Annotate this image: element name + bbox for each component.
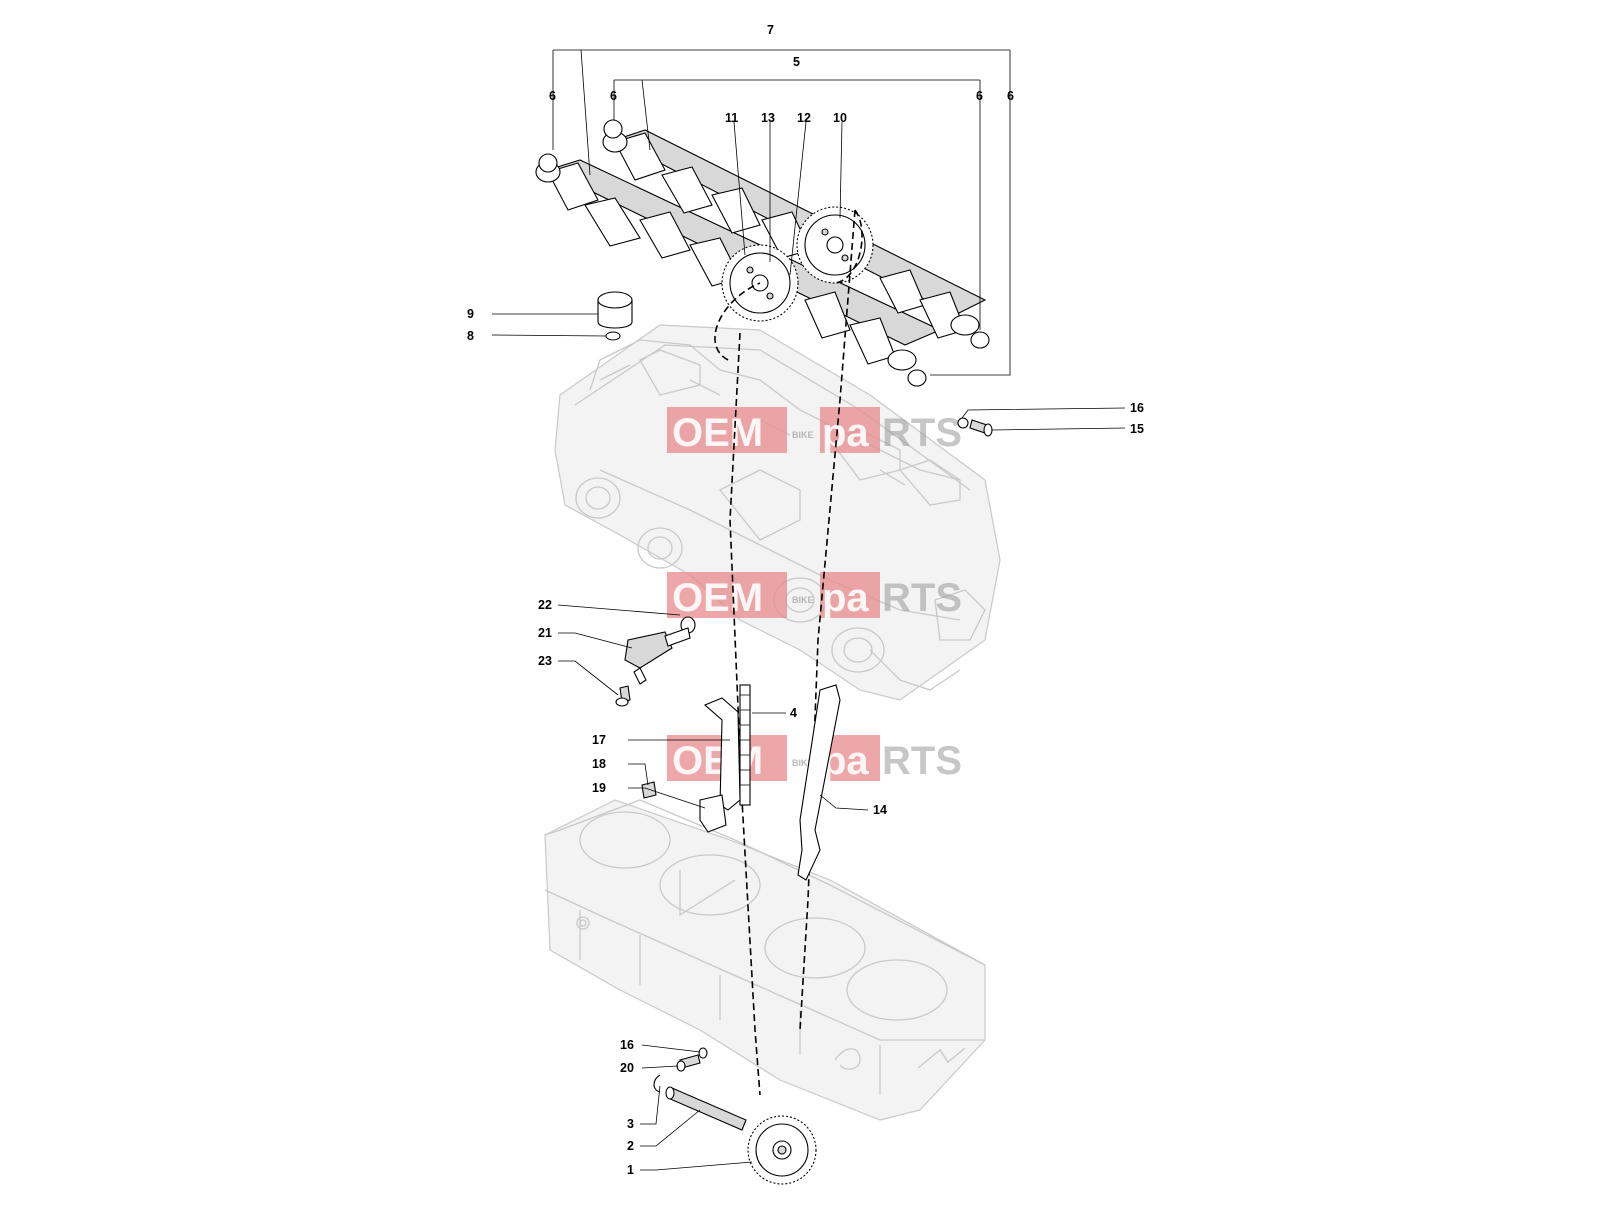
timing-chain-links (739, 684, 751, 806)
leader-lines (491, 49, 1126, 1171)
chain-guide-fixed (797, 684, 841, 881)
svg-text:RTS: RTS (882, 739, 962, 783)
intake-camshaft (602, 129, 987, 339)
callout-8: 8 (467, 329, 474, 343)
callout-22: 22 (538, 598, 552, 612)
svg-text:RTS: RTS (882, 411, 962, 455)
circlip (653, 1074, 661, 1093)
callout-12: 12 (797, 111, 811, 125)
tensioner-bolt (615, 685, 631, 707)
svg-text:OEM: OEM (672, 411, 763, 455)
watermark-top: OEM BIKE pa RTS (667, 407, 962, 455)
bolt-lower (676, 1054, 701, 1072)
callout-23: 23 (538, 654, 552, 668)
svg-text:OEM: OEM (672, 576, 763, 620)
svg-text:pa: pa (822, 411, 869, 455)
callout-2: 2 (627, 1139, 634, 1153)
washer-lower (698, 1047, 708, 1059)
callout-6-d: 6 (1007, 89, 1014, 103)
cylinder-block-outline (544, 799, 986, 1121)
callout-16-top: 16 (1130, 401, 1144, 415)
svg-text:pa: pa (822, 576, 869, 620)
callout-17: 17 (592, 733, 606, 747)
timing-chain-loop-b (834, 209, 863, 284)
callout-10: 10 (833, 111, 847, 125)
callout-6-c: 6 (976, 89, 983, 103)
callout-21: 21 (538, 626, 552, 640)
bearing-cap-left-upper (603, 119, 623, 139)
callout-1: 1 (627, 1163, 634, 1177)
guide-bracket (699, 794, 727, 833)
valve-shim (605, 331, 621, 341)
watermark-middle: OEM BIKE pa RTS (667, 572, 962, 620)
bearing-cap-left-lower (538, 153, 558, 173)
callout-13: 13 (761, 111, 775, 125)
callout-6-b: 6 (610, 89, 617, 103)
callout-15: 15 (1130, 422, 1144, 436)
cylinder-head-outline (554, 324, 1001, 701)
callout-3: 3 (627, 1117, 634, 1131)
callout-5: 5 (793, 55, 800, 69)
chain-guide-tensioner-side (703, 697, 741, 811)
callout-7: 7 (767, 23, 774, 37)
chain-tensioner (624, 627, 691, 685)
guide-pin (641, 781, 657, 799)
callout-6-a: 6 (549, 89, 556, 103)
callout-19: 19 (592, 781, 606, 795)
timing-chain-right (799, 209, 856, 1031)
callout-11: 11 (725, 111, 738, 125)
callout-20: 20 (620, 1061, 634, 1075)
callout-18: 18 (592, 757, 606, 771)
callout-9: 9 (467, 307, 474, 321)
callout-16-bottom: 16 (620, 1038, 634, 1052)
bearing-cap-right-upper (970, 331, 990, 349)
svg-text:BIKE: BIKE (792, 758, 814, 768)
callout-labels: 7 5 6 6 6 6 11 13 12 10 9 8 16 15 22 21 … (467, 23, 1144, 1177)
idler-shaft (665, 1086, 747, 1131)
callout-14: 14 (873, 803, 887, 817)
bolt-and-washer-top (957, 417, 993, 437)
idler-gear (747, 1115, 817, 1185)
svg-text:RTS: RTS (882, 576, 962, 620)
callout-4: 4 (790, 706, 797, 720)
svg-text:BIKE: BIKE (792, 595, 814, 605)
bearing-cap-right-lower (907, 369, 927, 387)
tappet-bucket (597, 291, 633, 329)
svg-text:BIKE: BIKE (792, 430, 814, 440)
